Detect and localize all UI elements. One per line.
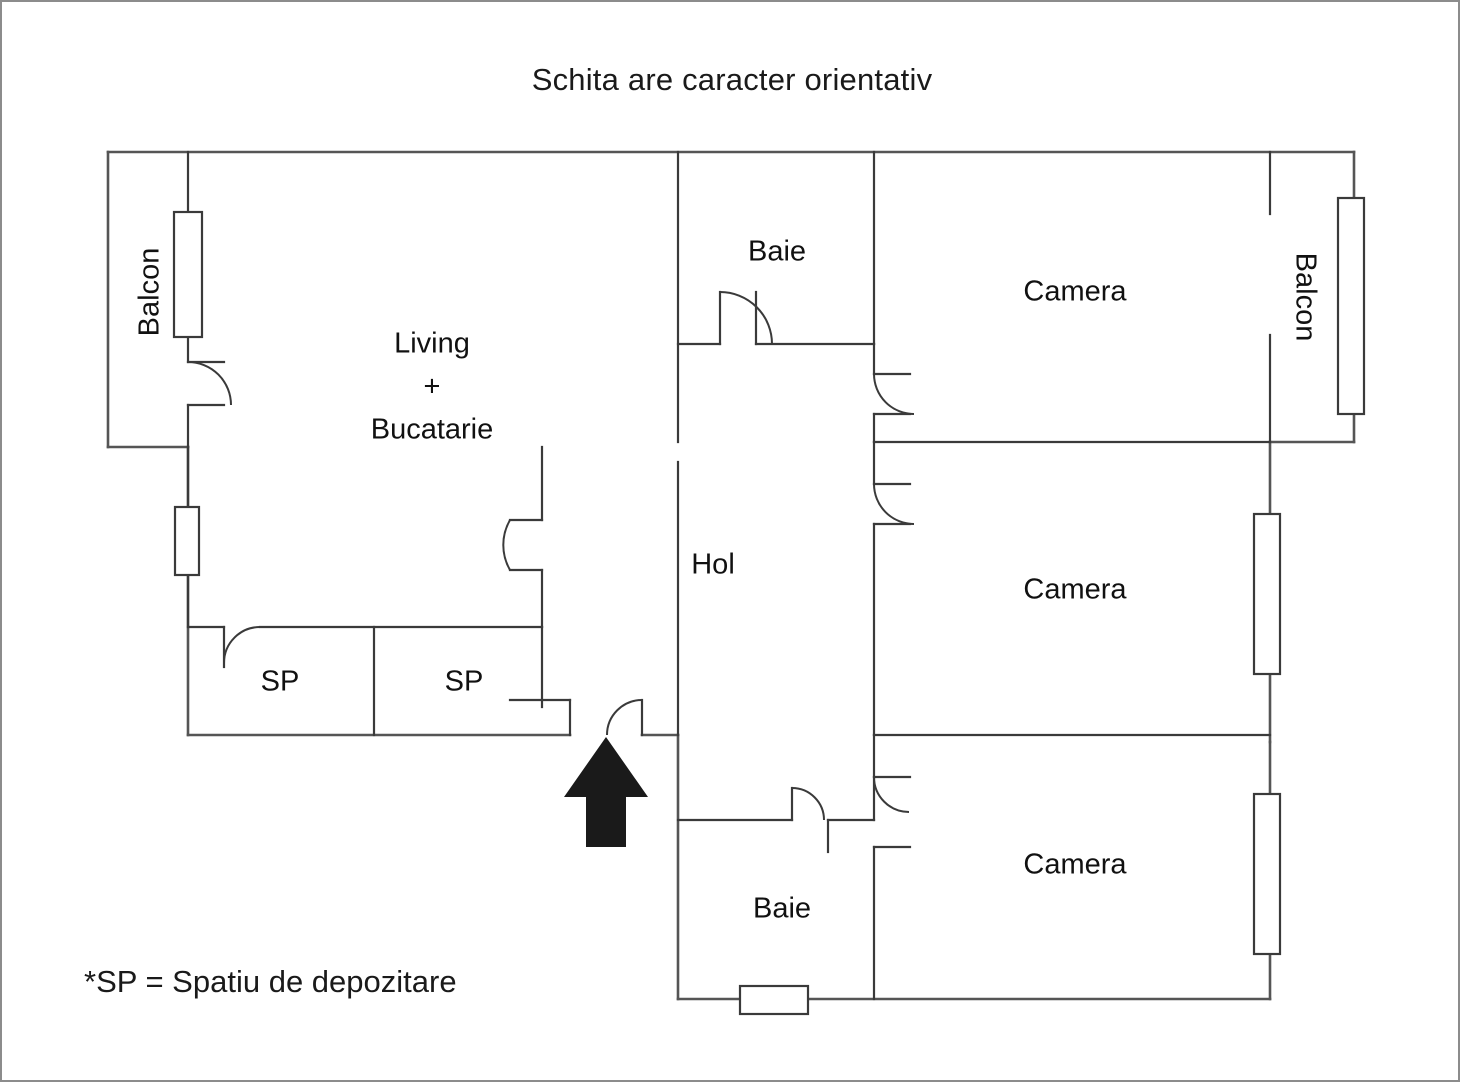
room-label-living-line2: + bbox=[423, 370, 441, 403]
room-label-living: Living + Bucatarie bbox=[371, 323, 494, 452]
door-arc-baie-bottom bbox=[791, 787, 825, 821]
door-arc-sp-left bbox=[223, 626, 261, 664]
door-arc-camera-top bbox=[873, 373, 915, 415]
interior-walls bbox=[186, 150, 1272, 1001]
room-label-hol: Hol bbox=[691, 548, 735, 581]
door-arc-camera-bottom bbox=[873, 776, 910, 813]
room-label-sp-left: SP bbox=[260, 665, 300, 698]
room-label-baie-bottom: Baie bbox=[752, 892, 812, 925]
door-arc-entry bbox=[606, 699, 643, 736]
windows bbox=[172, 196, 1366, 1016]
arrow-up-icon bbox=[564, 737, 648, 847]
room-label-sp-right: SP bbox=[444, 665, 484, 698]
window-living-left bbox=[173, 505, 201, 577]
room-label-balcon-left: Balcon bbox=[133, 247, 166, 337]
door-arc-living-right bbox=[502, 519, 511, 571]
room-label-balcon-right: Balcon bbox=[1289, 252, 1322, 342]
room-label-camera-mid: Camera bbox=[1023, 573, 1127, 606]
page-title: Schita are caracter orientativ bbox=[531, 62, 933, 97]
legend-note: *SP = Spatiu de depozitare bbox=[84, 964, 457, 999]
window-camera-bottom bbox=[1252, 792, 1282, 956]
room-label-living-line3: Bucatarie bbox=[370, 413, 494, 446]
room-label-camera-top: Camera bbox=[1023, 275, 1127, 308]
window-baie-bottom bbox=[738, 984, 810, 1016]
window-balcon-right bbox=[1336, 196, 1366, 416]
door-arcs bbox=[187, 291, 915, 821]
entrance-direction-arrow bbox=[564, 737, 648, 847]
room-label-camera-bottom: Camera bbox=[1023, 848, 1127, 881]
door-arc-balcon-left bbox=[187, 361, 232, 406]
window-balcon-left bbox=[172, 210, 204, 339]
room-label-living-line1: Living bbox=[394, 327, 470, 360]
room-label-baie-top: Baie bbox=[747, 235, 807, 268]
window-camera-mid bbox=[1252, 512, 1282, 676]
door-arc-baie-top bbox=[719, 291, 773, 345]
door-arc-camera-mid bbox=[873, 483, 915, 525]
